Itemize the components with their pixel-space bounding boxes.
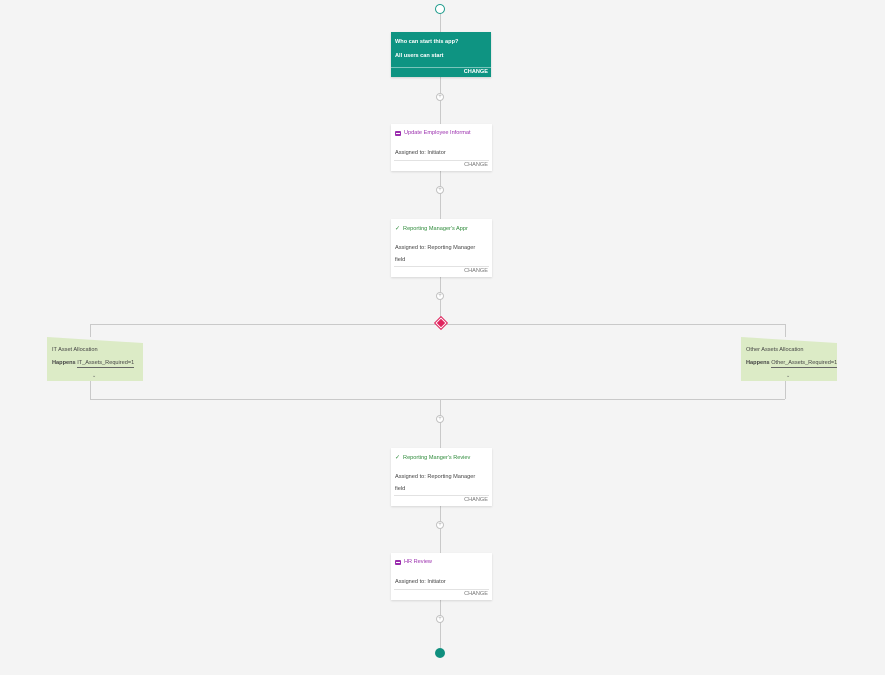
step-change-button[interactable]: CHANGE [464,268,488,274]
form-icon [395,130,401,136]
check-icon: ✓ [395,455,401,461]
chevron-down-icon[interactable]: ⌄ [786,373,791,379]
add-step-button[interactable]: + [436,415,444,423]
connector-line [440,171,441,219]
step-title-text: Reporting Manger's Reviev [403,454,471,461]
add-step-button[interactable]: + [436,615,444,623]
step-title: ✓ Reporting Manger's Reviev [395,454,471,462]
step-change-button[interactable]: CHANGE [464,591,488,597]
add-step-button[interactable]: + [436,186,444,194]
end-node [435,648,445,658]
start-node [435,4,445,14]
add-step-button[interactable]: + [436,292,444,300]
step-change-button[interactable]: CHANGE [464,162,488,168]
start-question: Who can start this app? [395,39,459,45]
branch-condition: Happens Other_Assets_Required=1 [746,360,838,368]
step-title-text: Update Employee Informat [404,130,471,136]
step-title-text: Reporting Manager's Appr [403,225,468,232]
branch-card-other-assets[interactable]: Other Assets Allocation Happens Other_As… [741,337,837,381]
branch-condition: Happens IT_Assets_Required=1 [52,360,135,368]
branch-left-down [90,324,91,337]
step-assignee: Assigned to: Reporting Manager field [395,245,476,263]
step-title: HR Review [395,559,432,565]
start-change-button[interactable]: CHANGE [463,69,488,75]
step-assignee: Assigned to: Reporting Manager field [395,474,476,492]
divider [394,495,489,496]
form-icon [395,559,401,565]
chevron-down-icon[interactable]: ⌄ [92,373,97,379]
add-step-button[interactable]: + [436,521,444,529]
start-permission-card[interactable]: Who can start this app? All users can st… [391,32,491,77]
branch-card-it-asset[interactable]: IT Asset Allocation Happens IT_Assets_Re… [47,337,143,381]
branch-right-down [785,324,786,337]
branch-title: Other Assets Allocation [746,347,804,353]
branch-condition-value: IT_Assets_Required=1 [77,360,135,368]
step-title-text: HR Review [404,559,432,565]
branch-condition-value: Other_Assets_Required=1 [771,360,838,368]
start-answer: All users can start [395,53,444,59]
step-card-hr-review[interactable]: HR Review Assigned to: Initiator CHANGE [391,553,492,600]
branch-title: IT Asset Allocation [52,347,98,353]
divider [394,160,489,161]
step-title: ✓ Reporting Manager's Appr [395,225,468,233]
step-assignee: Assigned to: Initiator [395,579,446,585]
step-card-manager-review[interactable]: ✓ Reporting Manger's Reviev Assigned to:… [391,448,492,506]
check-icon: ✓ [395,226,401,232]
connector-line [440,506,441,553]
step-card-manager-approval[interactable]: ✓ Reporting Manager's Appr Assigned to: … [391,219,492,277]
connector-line [440,399,441,448]
add-step-button[interactable]: + [436,93,444,101]
branch-left-up [90,381,91,399]
step-title: Update Employee Informat [395,130,471,136]
step-assignee: Assigned to: Initiator [395,150,446,156]
branch-merge-line [90,399,785,400]
branch-condition-prefix: Happens [52,360,76,366]
divider [394,266,489,267]
divider [394,589,489,590]
branch-right-up [785,381,786,399]
divider [391,67,491,68]
step-change-button[interactable]: CHANGE [464,497,488,503]
step-card-update-employee[interactable]: Update Employee Informat Assigned to: In… [391,124,492,171]
decision-diamond-icon[interactable] [433,315,449,331]
branch-condition-prefix: Happens [746,360,770,366]
connector-line [440,600,441,648]
connector-line [440,14,441,32]
